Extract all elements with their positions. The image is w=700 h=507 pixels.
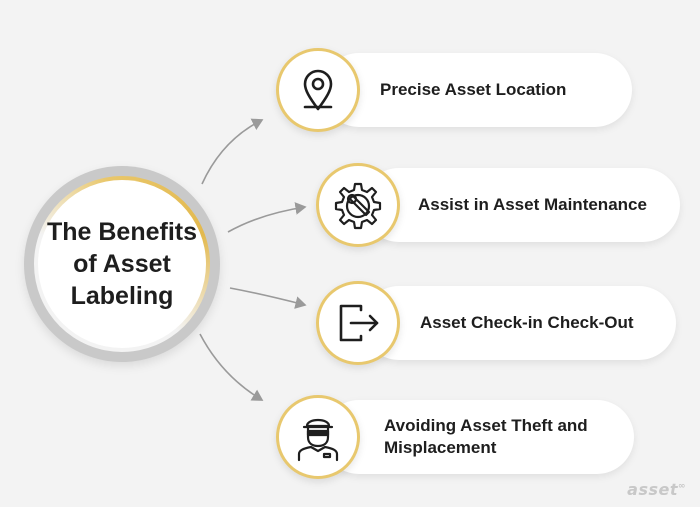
connector-arrow-1 [201,118,264,185]
brand-logo: asset∞ [627,480,686,499]
connector-arrow-4 [199,333,264,401]
center-circle: The Benefits of Asset Labeling [24,166,220,362]
connector-arrow-3 [229,287,307,309]
gear-wrench-icon [334,182,382,230]
benefit-item-2: Assist in Asset Maintenance [362,168,680,242]
benefit-label-4: Avoiding Asset Theft and Misplacement [384,416,588,457]
benefit-label-2: Assist in Asset Maintenance [418,195,647,214]
location-pin-icon [303,69,333,111]
masked-thief-icon [297,418,339,462]
benefit-label-1: Precise Asset Location [380,80,567,99]
benefit-item-1: Precise Asset Location [322,53,632,127]
benefit-icon-circle-3 [316,281,400,365]
benefit-item-3: Asset Check-in Check-Out [362,286,676,360]
benefit-icon-circle-2 [316,163,400,247]
connector-arrow-2 [227,202,307,233]
center-inner: The Benefits of Asset Labeling [38,180,206,348]
benefit-icon-circle-4 [276,395,360,479]
benefit-item-4: Avoiding Asset Theft and Misplacement [322,400,634,474]
exit-arrow-icon [339,304,379,342]
benefit-label-3: Asset Check-in Check-Out [420,313,634,332]
diagram-title: The Benefits of Asset Labeling [46,218,198,310]
benefit-icon-circle-1 [276,48,360,132]
